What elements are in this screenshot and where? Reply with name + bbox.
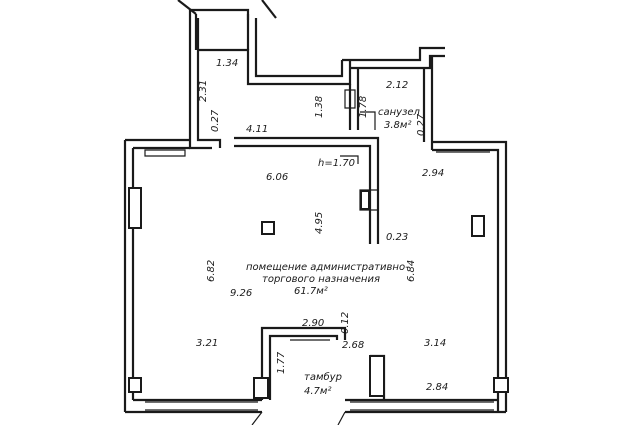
left-outer-wall [123,138,190,412]
main-room-name-line1: помещение административно- [246,262,409,273]
top-wall-stubs [177,0,277,50]
dim-label: 1.34 [216,58,238,69]
dim-label: 1.78 [358,96,369,118]
dim-label: h=1.70 [318,158,355,169]
dim-label: 4.95 [314,212,325,234]
dim-label: 2.31 [198,80,209,102]
dim-label: 1.77 [276,351,287,374]
dim-label: 0.27 [210,109,221,132]
dim-label: 2.12 [386,80,408,91]
dim-label: 0.27 [416,113,427,136]
dim-label: 9.26 [230,288,252,299]
dim-label: 1.38 [314,96,325,118]
main-room-area: 61.7м² [294,286,328,297]
vestibule-area: 4.7м² [304,386,331,397]
dim-label: 4.11 [246,124,268,135]
dim-label: 6.06 [266,172,288,183]
bathroom-name: санузел [378,107,421,118]
bathroom-area: 3.8м² [384,120,411,131]
dim-label: 2.90 [302,318,324,329]
right-outer-wall [432,140,509,412]
dim-label: 3.21 [196,338,218,349]
dim-label: 6.84 [406,260,417,282]
dim-label: 6.82 [206,260,217,282]
interior-walls [234,136,380,244]
dim-label: 0.23 [386,232,408,243]
bottom-wall [125,398,506,425]
bathroom-walls [342,46,445,150]
vestibule-name: тамбур [304,371,342,383]
dim-label: 2.68 [342,340,364,351]
main-room-name-line2: торгового назначения [262,274,380,285]
dim-label: 2.94 [422,168,444,179]
dim-label: 2.84 [426,382,448,393]
vestibule-walls [253,326,386,400]
dim-label: 3.14 [424,338,446,349]
dim-label: 0.12 [340,312,351,334]
